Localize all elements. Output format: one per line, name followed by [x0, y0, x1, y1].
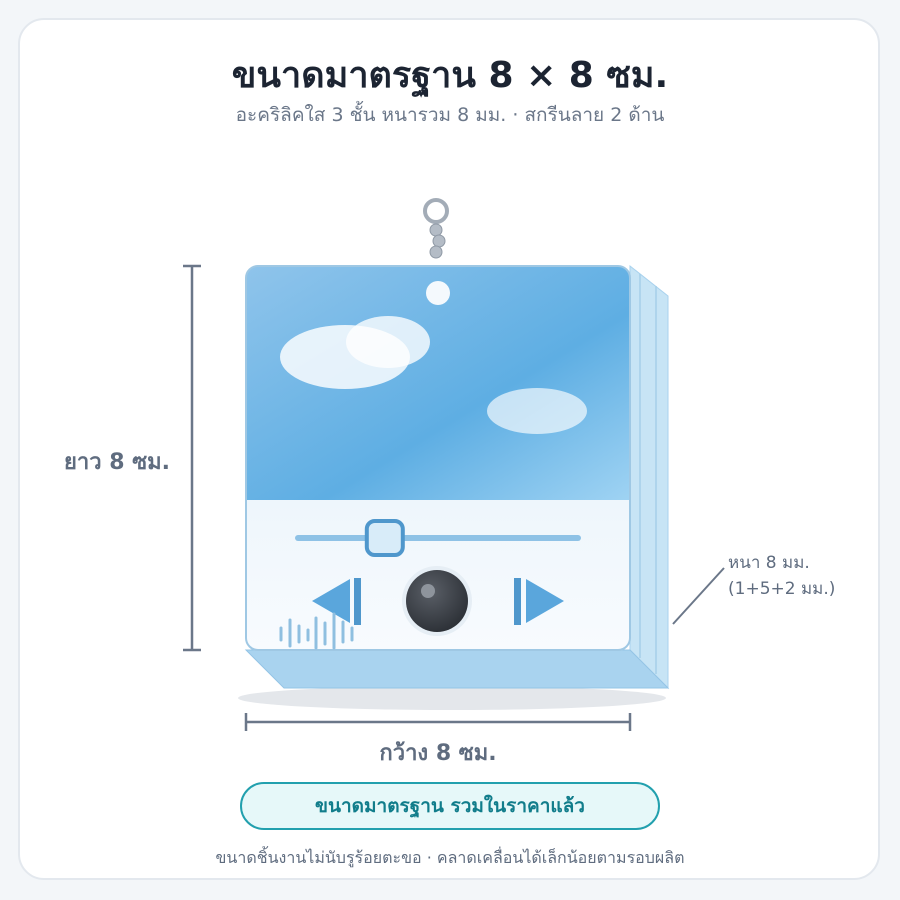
page-subtitle: อะคริลิคใส 3 ชั้น หนารวม 8 มม. · สกรีนลา…	[235, 104, 665, 126]
standard-size-badge: ขนาดมาตรฐาน รวมในราคาแล้ว	[240, 782, 660, 830]
width-label: กว้าง 8 ซม.	[379, 741, 497, 766]
acrylic-front-face	[245, 265, 631, 651]
page-title: ขนาดมาตรฐาน 8 × 8 ซม.	[231, 55, 669, 96]
length-label: ยาว 8 ซม.	[64, 450, 171, 475]
floor-shadow	[238, 686, 666, 710]
thickness-breakdown: (1+5+2 มม.)	[728, 579, 836, 599]
thickness-leader-line	[672, 567, 725, 625]
cloud-small	[346, 316, 430, 368]
thickness-total: หนา 8 มม.	[728, 553, 810, 573]
waveform-icon	[279, 612, 354, 650]
footnote: ขนาดชิ้นงานไม่นับรูร้อยตะขอ · คลาดเคลื่อ…	[215, 848, 685, 867]
thickness-label: หนา 8 มม. (1+5+2 มม.)	[728, 550, 835, 602]
previous-icon	[312, 578, 361, 625]
slider-thumb	[364, 519, 405, 557]
keyring-icon	[423, 198, 449, 259]
keyring-hole	[426, 281, 450, 305]
width-dimension-line	[244, 713, 632, 731]
cloud-right	[487, 388, 587, 434]
record-button-icon	[402, 566, 472, 636]
next-icon	[514, 578, 564, 625]
progress-slider	[295, 519, 581, 557]
acrylic-side-layers	[244, 264, 670, 690]
length-dimension-line	[183, 264, 201, 652]
